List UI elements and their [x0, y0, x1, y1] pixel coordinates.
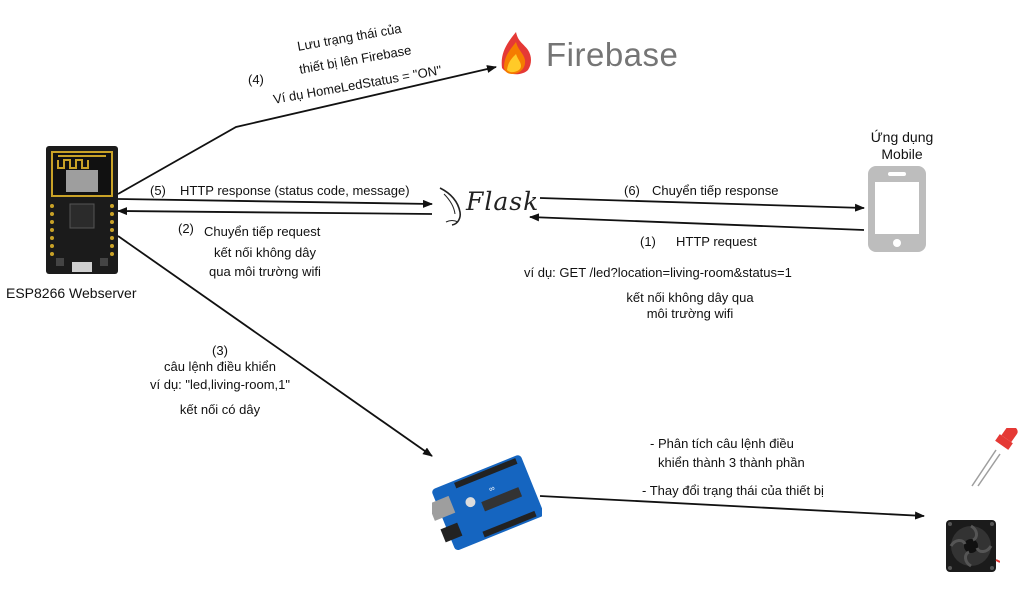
edge-2-step: (2) [178, 221, 194, 236]
edge-7-line2: khiển thành 3 thành phần [658, 455, 805, 470]
arduino-board: ∞ [428, 448, 544, 563]
edge-7-line1: - Phân tích câu lệnh điều [650, 436, 794, 451]
edge-5-text: HTTP response (status code, message) [180, 183, 410, 198]
edge-1-line3: môi trường wifi [646, 306, 734, 321]
mobile-label-line1: Ứng dụng [870, 129, 934, 145]
flask-label: Flask [466, 187, 540, 216]
fan-icon [946, 516, 1001, 581]
edge-3-step: (3) [212, 343, 228, 358]
esp8266-board [46, 146, 118, 279]
mobile-phone-icon [868, 166, 926, 257]
firebase-label: Firebase [546, 36, 679, 73]
edge-6-step: (6) [624, 183, 640, 198]
arrow-flask-to-esp [117, 207, 433, 216]
edge-1-text: HTTP request [676, 234, 757, 249]
arrow-flask-to-mobile [539, 197, 865, 212]
edge-1-example: ví dụ: GET /led?location=living-room&sta… [524, 265, 792, 280]
flask-logo-icon [436, 184, 466, 233]
mobile-label: Ứng dụng Mobile [852, 129, 952, 163]
arrow-esp-to-firebase [117, 65, 497, 195]
firebase-logo-icon [498, 28, 538, 83]
mobile-label-line2: Mobile [881, 146, 923, 162]
edge-2-line1: Chuyển tiếp request [204, 224, 321, 239]
edge-3-line3: kết nối có dây [179, 402, 261, 417]
edge-3-line2: ví dụ: "led,living-room,1" [149, 377, 290, 392]
svg-text:∞: ∞ [487, 483, 496, 494]
arrow-arduino-to-device [539, 495, 925, 520]
edge-3-line1: câu lệnh điều khiển [163, 359, 277, 374]
edge-2-line3: qua môi trường wifi [209, 264, 321, 279]
arrow-esp-to-arduino [117, 235, 433, 457]
arrow-mobile-to-flask [529, 213, 865, 231]
led-icon [962, 425, 1018, 493]
esp8266-label: ESP8266 Webserver [6, 285, 137, 301]
edge-4-step: (4) [248, 72, 264, 87]
edge-6-text: Chuyển tiếp response [652, 183, 779, 198]
edge-7-line3: - Thay đổi trạng thái của thiết bị [642, 483, 824, 498]
arrow-esp-to-flask [117, 198, 433, 208]
edge-1-step: (1) [640, 234, 656, 249]
edge-5-step: (5) [150, 183, 166, 198]
edge-1-line2: kết nối không dây qua [626, 290, 754, 305]
edge-2-line2: kết nối không dây [214, 245, 316, 260]
